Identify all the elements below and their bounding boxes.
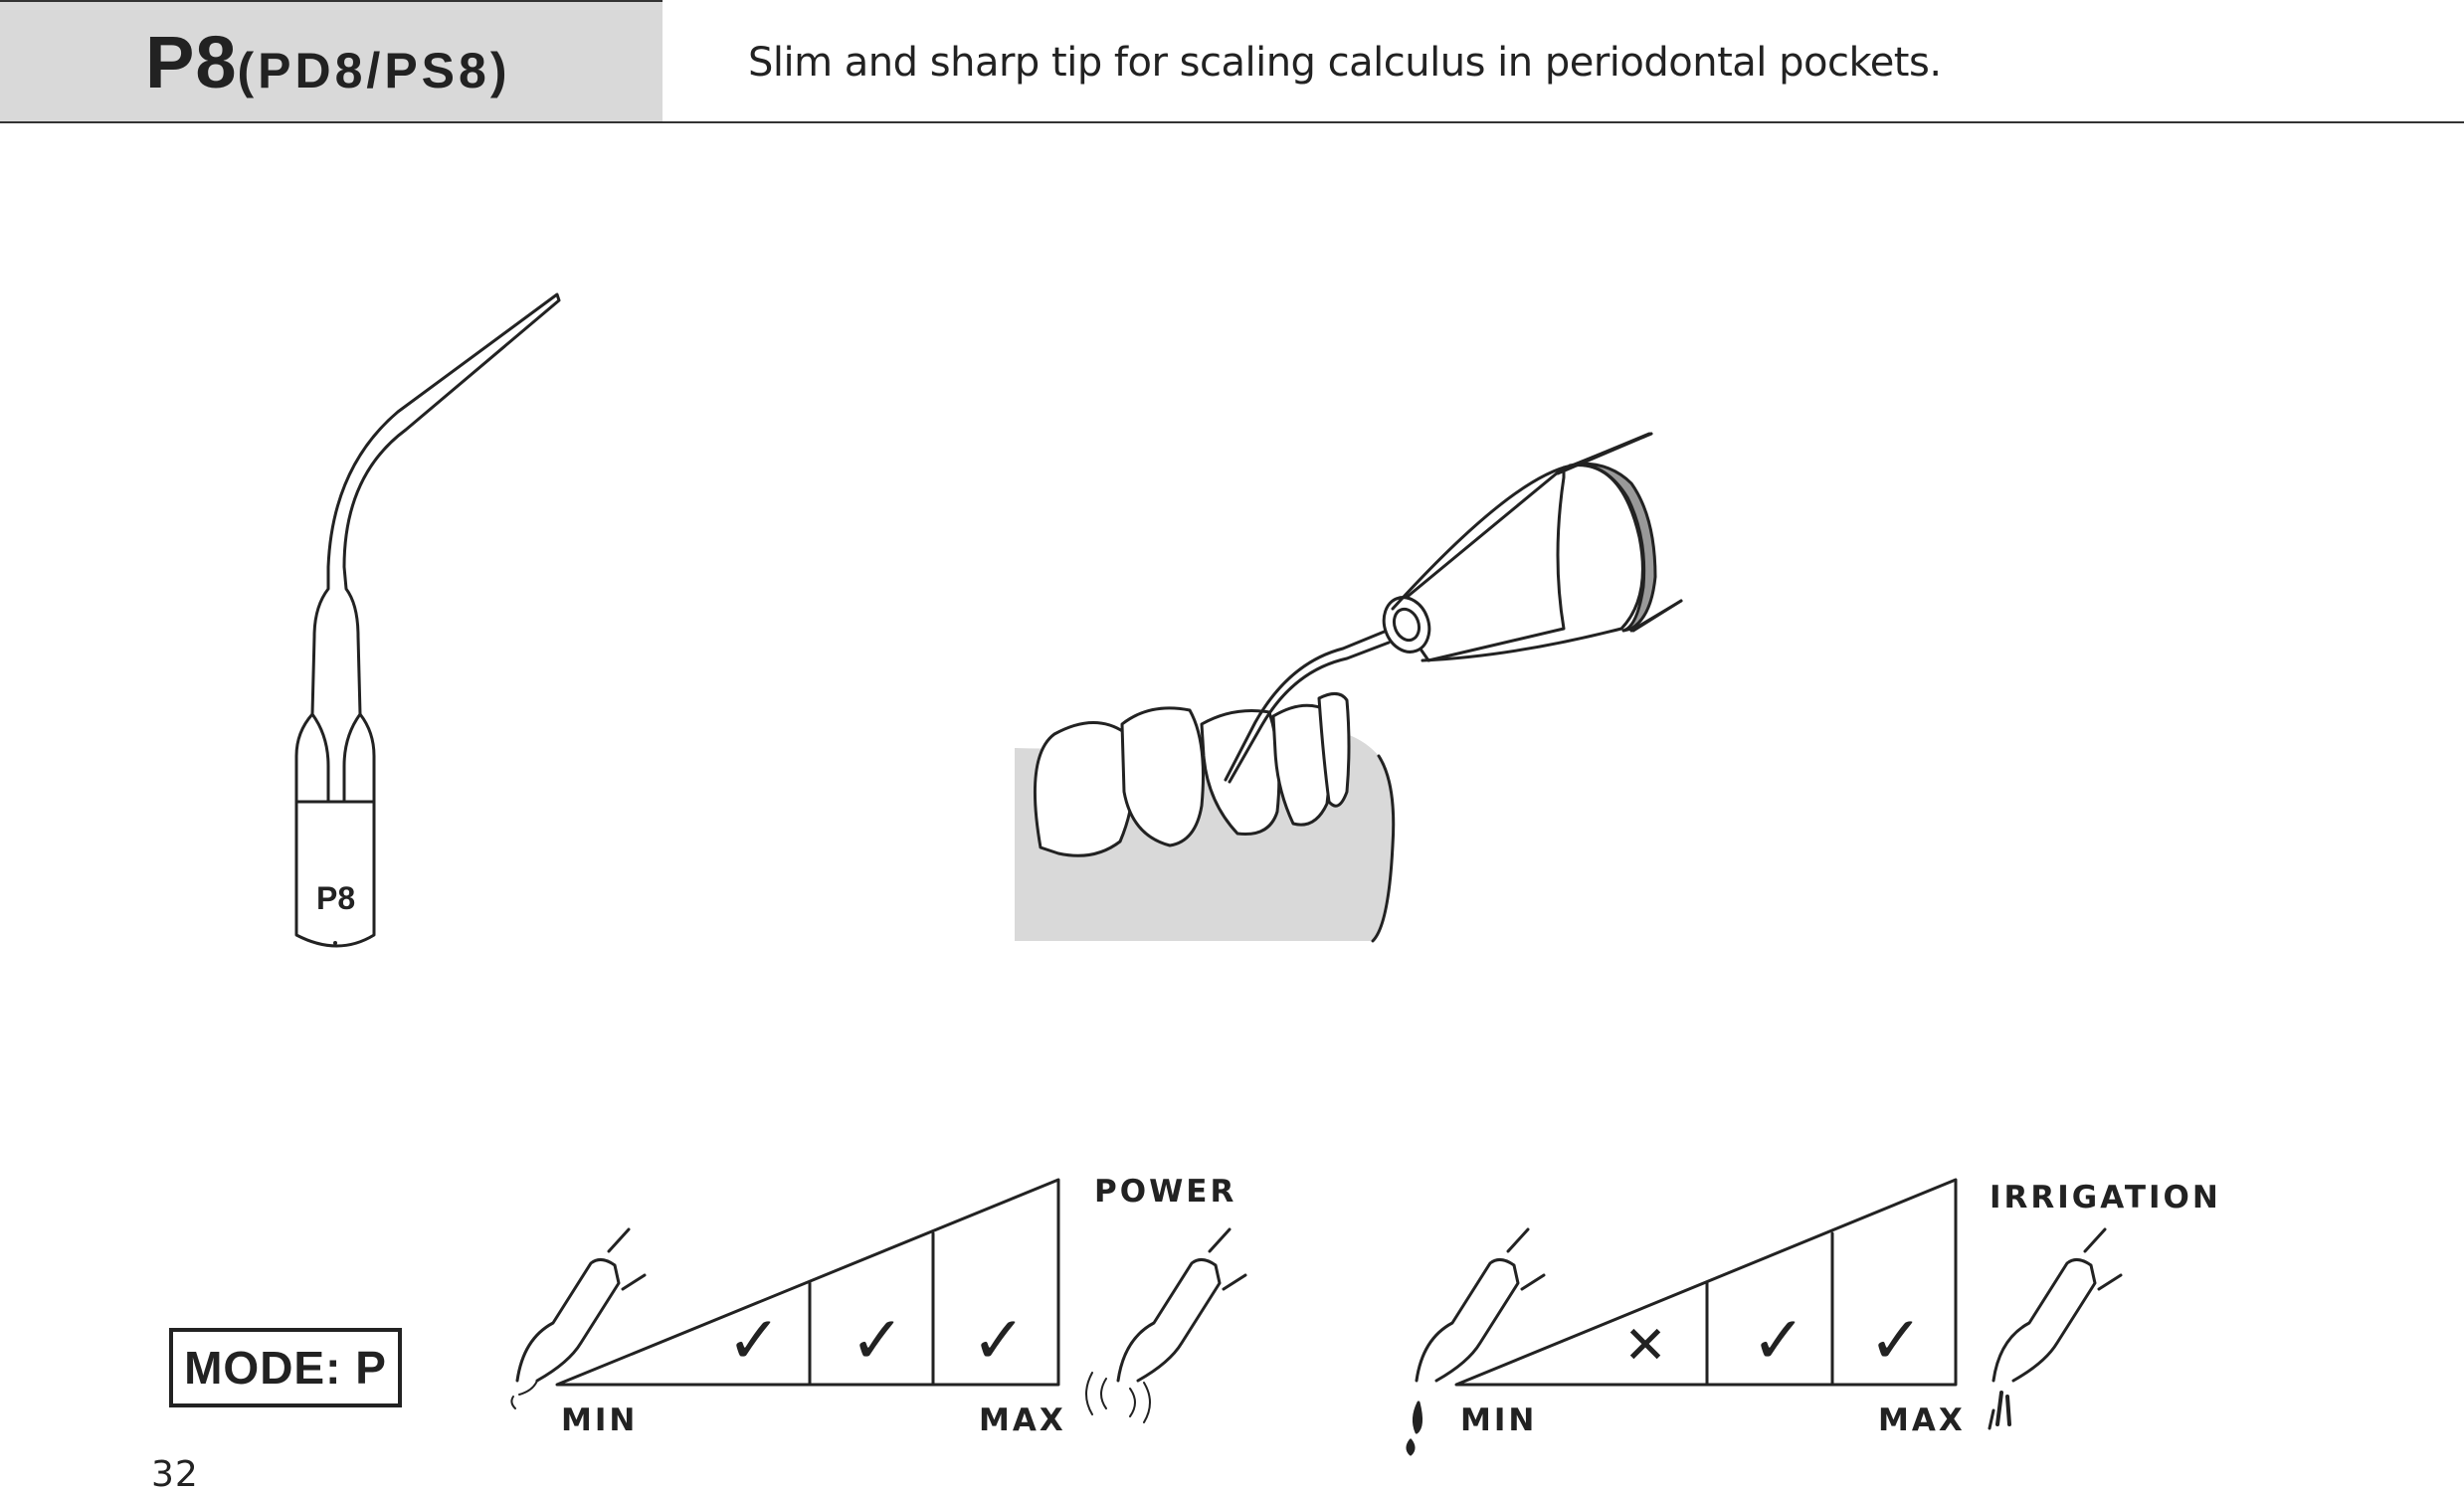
power-max-label: MAX <box>979 1402 1066 1438</box>
scaler-tip-illustration <box>294 292 561 948</box>
irrigation-min-label: MIN <box>1460 1402 1538 1438</box>
power-min-label: MIN <box>561 1402 639 1438</box>
page-number: 32 <box>151 1454 199 1495</box>
teeth-handpiece-illustration <box>1015 432 1683 943</box>
tip-engraving: P8 <box>316 880 355 916</box>
irrigation-level-3-mark: ✓ <box>1868 1302 1923 1379</box>
header-rule <box>663 121 2464 123</box>
power-level-1-mark: ✓ <box>726 1302 781 1379</box>
power-min-handpiece-icon <box>515 1258 621 1383</box>
tip-description: Slim and sharp tip for scaling calculus … <box>748 40 1942 86</box>
irrigation-max-label: MAX <box>1878 1402 1966 1438</box>
power-scale-graphic <box>510 1178 1247 1423</box>
power-title: POWER <box>1094 1174 1237 1210</box>
model-code: P8 <box>145 21 238 103</box>
power-max-handpiece-icon <box>1116 1258 1222 1383</box>
power-level-3-mark: ✓ <box>971 1302 1026 1379</box>
mode-label: MODE: P <box>184 1342 387 1394</box>
irrigation-min-handpiece-icon <box>1415 1258 1520 1383</box>
irrigation-max-handpiece-icon <box>1991 1258 2097 1383</box>
model-variants: (PD8/PS8) <box>237 43 511 98</box>
mode-badge: MODE: P <box>169 1328 402 1407</box>
irrigation-level-1-mark: ✕ <box>1623 1316 1667 1376</box>
irrigation-title: IRRIGATION <box>1990 1180 2221 1215</box>
power-level-2-mark: ✓ <box>850 1302 904 1379</box>
header-title-box <box>0 0 663 123</box>
irrigation-scale-graphic <box>1406 1178 2123 1456</box>
irrigation-level-2-mark: ✓ <box>1751 1302 1805 1379</box>
page-title: P8(PD8/PS8) <box>145 26 510 99</box>
